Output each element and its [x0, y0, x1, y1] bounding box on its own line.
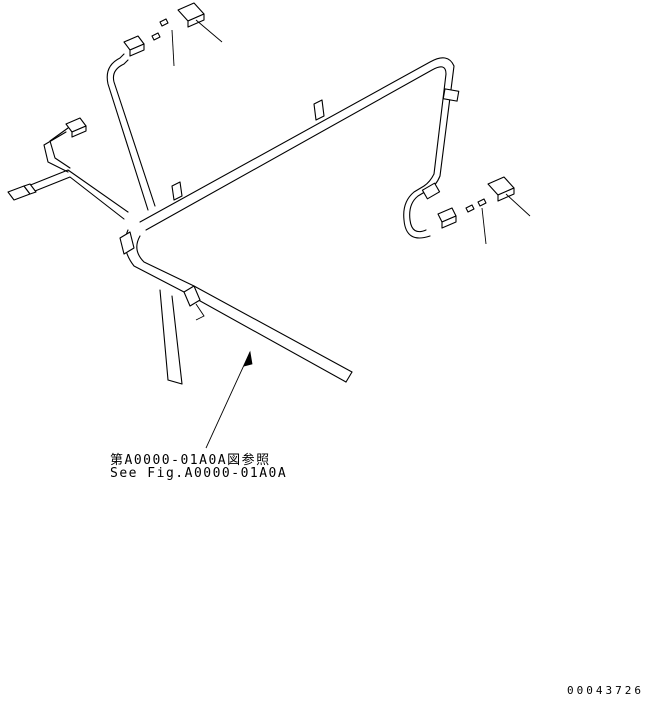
drawing-number: 00043726: [567, 684, 644, 697]
junction-clamp: [119, 231, 135, 255]
leader-arrow-head: [243, 350, 253, 367]
wrap-band: [183, 285, 201, 307]
harness-main-run: [119, 229, 353, 385]
harness-upper-branch: [106, 2, 223, 211]
harness-right-run: [139, 57, 531, 245]
harness-left-branch: [7, 117, 129, 220]
reference-english: See Fig.A0000-01A0A: [110, 466, 288, 481]
clip-1: [171, 181, 183, 201]
clip-2: [313, 99, 325, 121]
reference-leader: [205, 350, 253, 449]
reference-japanese: 第A0000-01A0A図参照: [110, 453, 271, 468]
